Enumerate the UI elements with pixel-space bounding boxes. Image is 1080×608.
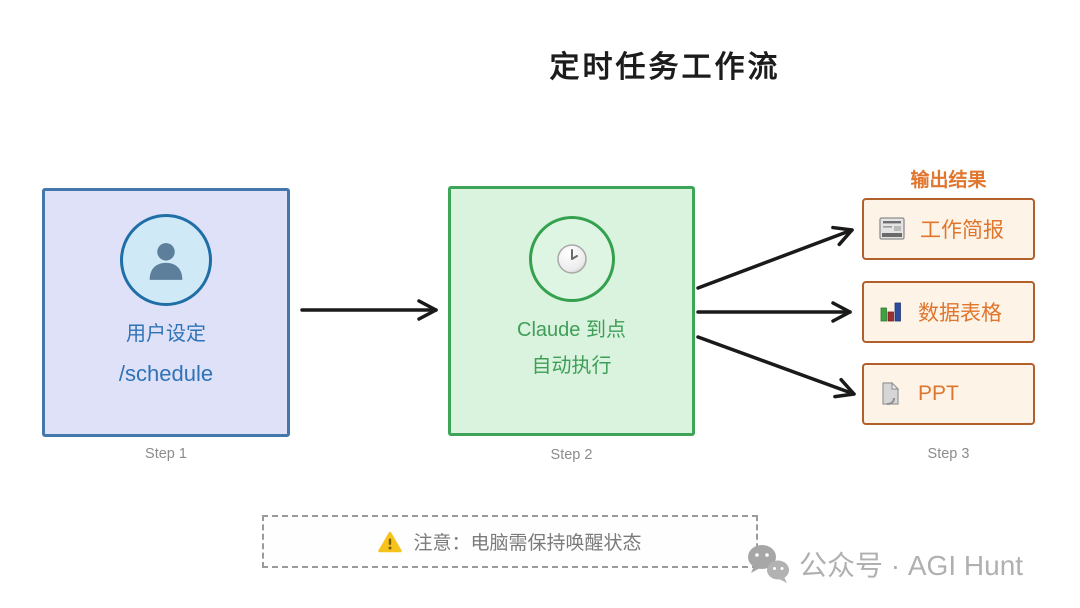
output-box-ppt: PPT — [862, 363, 1035, 425]
watermark: 公众号 · AGI Hunt — [745, 543, 1023, 585]
notice-box: 注意：电脑需保持唤醒状态 — [262, 515, 758, 568]
arrow-step2-to-ppt — [696, 335, 856, 399]
bar-chart-icon — [880, 302, 901, 322]
step1-label-line1: 用户设定 — [126, 323, 206, 345]
page-title: 定时任务工作流 — [549, 51, 781, 84]
output-box-report: 工作简报 — [862, 198, 1035, 260]
step2-caption: Step 2 — [550, 447, 593, 463]
clock-icon — [557, 244, 587, 274]
user-icon — [149, 243, 183, 280]
notice-text: 注意：电脑需保持唤醒状态 — [413, 533, 642, 554]
warning-icon — [378, 531, 403, 552]
output-results-header: 输出结果 — [910, 170, 987, 191]
document-icon — [882, 381, 900, 405]
step2-label-line2: 自动执行 — [531, 355, 612, 377]
step1-caption: Step 1 — [145, 446, 187, 462]
report-icon — [879, 217, 905, 240]
clock-circle — [529, 216, 615, 302]
step2-node: Claude 到点 自动执行 — [448, 186, 695, 436]
user-circle — [120, 214, 212, 306]
step1-node: 用户设定 /schedule — [42, 188, 290, 437]
step1-label-line2: /schedule — [118, 361, 214, 386]
output-box-table: 数据表格 — [862, 281, 1035, 343]
output-label-ppt: PPT — [918, 382, 959, 405]
watermark-text: 公众号 · AGI Hunt — [799, 550, 1024, 581]
output-label-table: 数据表格 — [918, 302, 1002, 325]
arrow-step2-to-report — [696, 225, 854, 290]
output-label-report: 工作简报 — [920, 219, 1004, 242]
wechat-icon — [748, 545, 789, 583]
step3-caption: Step 3 — [927, 446, 970, 462]
step2-label-line1: Claude 到点 — [517, 319, 626, 341]
